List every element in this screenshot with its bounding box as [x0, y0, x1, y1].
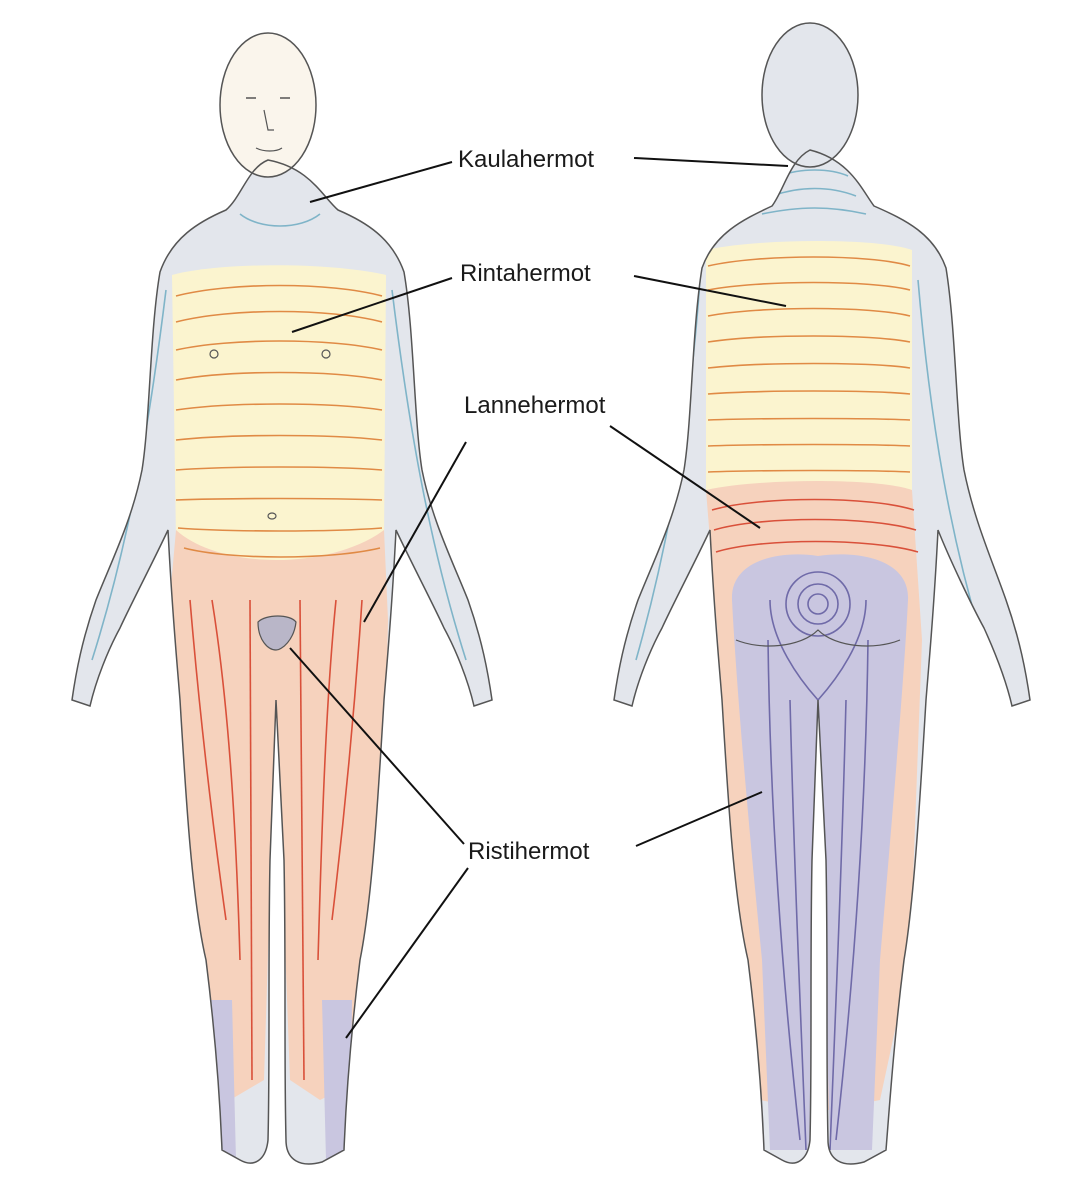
leader-cervical-front: [310, 162, 452, 202]
label-thoracic-nerves: Rintahermot: [460, 262, 591, 286]
leader-cervical-back: [634, 158, 788, 166]
front-body-figure: [60, 33, 520, 1179]
label-lumbar-nerves: Lannehermot: [464, 394, 605, 418]
label-cervical-nerves: Kaulahermot: [458, 148, 594, 172]
back-body-figure: [600, 23, 1060, 1179]
label-sacral-nerves: Ristihermot: [468, 840, 589, 864]
